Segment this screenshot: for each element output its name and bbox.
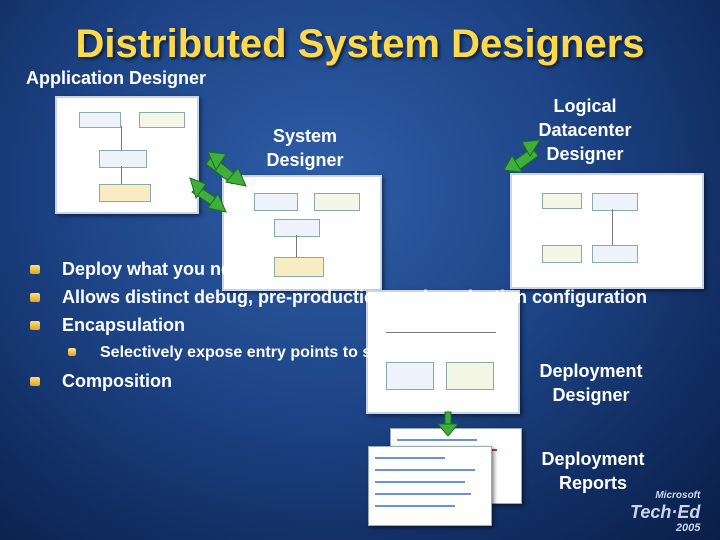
bullet-icon	[30, 321, 40, 330]
bullet-icon	[30, 377, 40, 386]
slide-title: Distributed System Designers	[0, 22, 720, 67]
deployment-designer-label: Deployment Designer	[532, 359, 650, 407]
deployment-report-front	[368, 446, 492, 526]
system-designer-label: System Designer	[250, 124, 360, 172]
slide-subtitle: Application Designer	[26, 68, 206, 89]
tech-ed-logo: Microsoft Tech·Ed 2005	[630, 488, 700, 536]
logical-datacenter-thumbnail	[510, 173, 704, 289]
bullet-icon	[68, 348, 76, 356]
bullet-icon	[30, 265, 40, 274]
bullet-icon	[30, 293, 40, 302]
logical-datacenter-label: Logical Datacenter Designer	[530, 94, 640, 166]
application-designer-thumbnail	[55, 96, 199, 214]
